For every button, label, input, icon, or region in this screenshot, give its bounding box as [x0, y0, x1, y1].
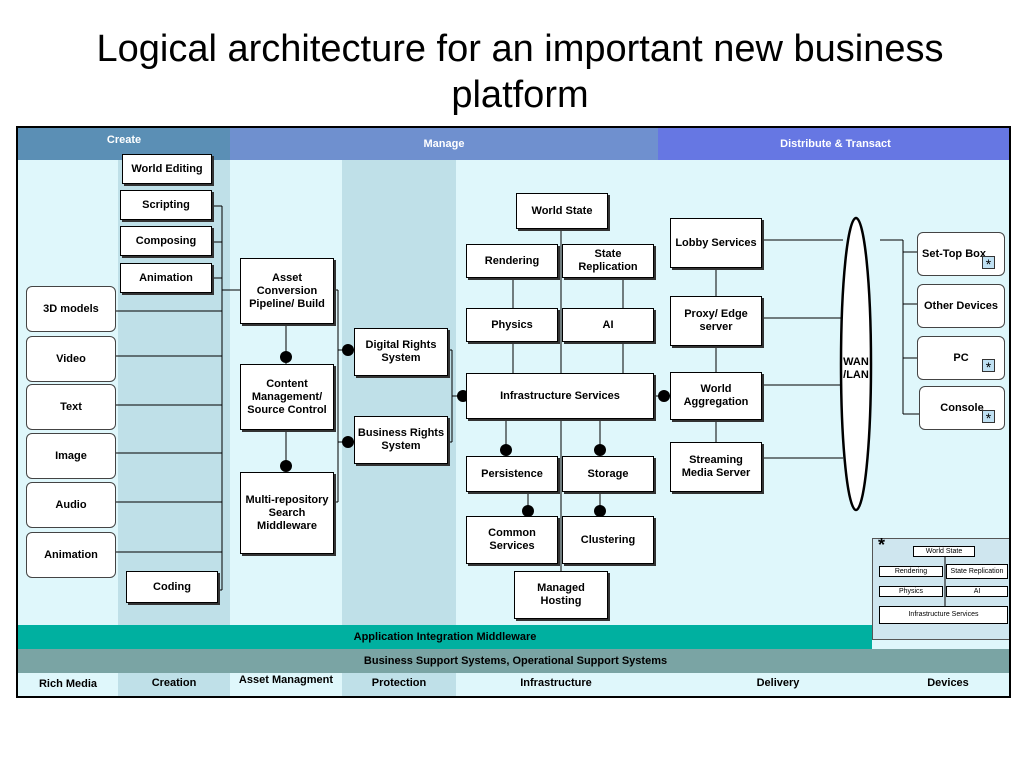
- device-pc: PC: [917, 336, 1005, 380]
- scripting-box: Scripting: [120, 190, 212, 220]
- footer-rich-media: Rich Media: [38, 678, 98, 690]
- ai-box: AI: [562, 308, 654, 342]
- wan-lan-label: WAN /LAN: [843, 356, 869, 381]
- media-video: Video: [26, 336, 116, 382]
- media-text: Text: [26, 384, 116, 430]
- multi-repository-search-box: Multi-repository Search Middleware: [240, 472, 334, 554]
- footer-delivery: Delivery: [756, 677, 800, 689]
- composing-box: Composing: [120, 226, 212, 256]
- digital-rights-box: Digital Rights System: [354, 328, 448, 376]
- protection-band: [342, 160, 456, 625]
- inset-state-replication: State Replication: [946, 564, 1008, 579]
- inset-star-marker: *: [878, 535, 886, 555]
- footer-creation-band: [118, 673, 230, 696]
- streaming-media-server-box: Streaming Media Server: [670, 442, 762, 492]
- managed-hosting-box: Managed Hosting: [514, 571, 608, 619]
- device-set-top-box: Set-Top Box: [917, 232, 1005, 276]
- distribute-header: Distribute & Transact: [658, 128, 1009, 160]
- media-audio: Audio: [26, 482, 116, 528]
- animation-tool-box: Animation: [120, 263, 212, 293]
- world-aggregation-box: World Aggregation: [670, 372, 762, 420]
- media-image: Image: [26, 433, 116, 479]
- inset-ai: AI: [946, 586, 1008, 597]
- footer-protection-band: [342, 673, 456, 696]
- rendering-box: Rendering: [466, 244, 558, 278]
- clustering-box: Clustering: [562, 516, 654, 564]
- media-3d-models: 3D models: [26, 286, 116, 332]
- device-console: Console: [919, 386, 1005, 430]
- persistence-box: Persistence: [466, 456, 558, 492]
- asset-conversion-pipeline-box: Asset Conversion Pipeline/ Build: [240, 258, 334, 324]
- inset-world-state: World State: [913, 546, 975, 557]
- application-integration-middleware-bar: Application Integration Middleware: [18, 625, 872, 649]
- world-editing-box: World Editing: [122, 154, 212, 184]
- inset-rendering: Rendering: [879, 566, 943, 577]
- footer-infrastructure: Infrastructure: [520, 677, 592, 689]
- footer-protection: Protection: [371, 677, 427, 689]
- coding-box: Coding: [126, 571, 218, 603]
- common-services-box: Common Services: [466, 516, 558, 564]
- slide-title: Logical architecture for an important ne…: [96, 28, 944, 116]
- inset-physics: Physics: [879, 586, 943, 597]
- connector-lines: [116, 198, 919, 593]
- lobby-services-box: Lobby Services: [670, 218, 762, 268]
- business-support-systems-bar: Business Support Systems, Operational Su…: [18, 649, 1009, 673]
- inset-infrastructure-detail: * World State Rendering State Replicatio…: [872, 535, 1009, 640]
- device-other-devices: Other Devices: [917, 284, 1005, 328]
- world-state-box: World State: [516, 193, 608, 229]
- media-animation: Animation: [26, 532, 116, 578]
- state-replication-box: State Replication: [562, 244, 654, 278]
- inset-infrastructure-services: Infrastructure Services: [879, 606, 1008, 624]
- proxy-edge-server-box: Proxy/ Edge server: [670, 296, 762, 346]
- footer-asset-managment: Asset Managment: [238, 674, 334, 686]
- business-rights-box: Business Rights System: [354, 416, 448, 464]
- infrastructure-services-box: Infrastructure Services: [466, 373, 654, 419]
- manage-header: Manage: [230, 128, 658, 160]
- set-top-star-marker: *: [982, 256, 995, 271]
- footer-creation: Creation: [151, 677, 197, 689]
- physics-box: Physics: [466, 308, 558, 342]
- content-management-box: Content Management/ Source Control: [240, 364, 334, 430]
- console-star-marker: *: [982, 410, 995, 425]
- storage-box: Storage: [562, 456, 654, 492]
- pc-star-marker: *: [982, 359, 995, 374]
- footer-devices: Devices: [927, 677, 969, 689]
- architecture-diagram: Create Manage Distribute & Transact: [16, 126, 1011, 698]
